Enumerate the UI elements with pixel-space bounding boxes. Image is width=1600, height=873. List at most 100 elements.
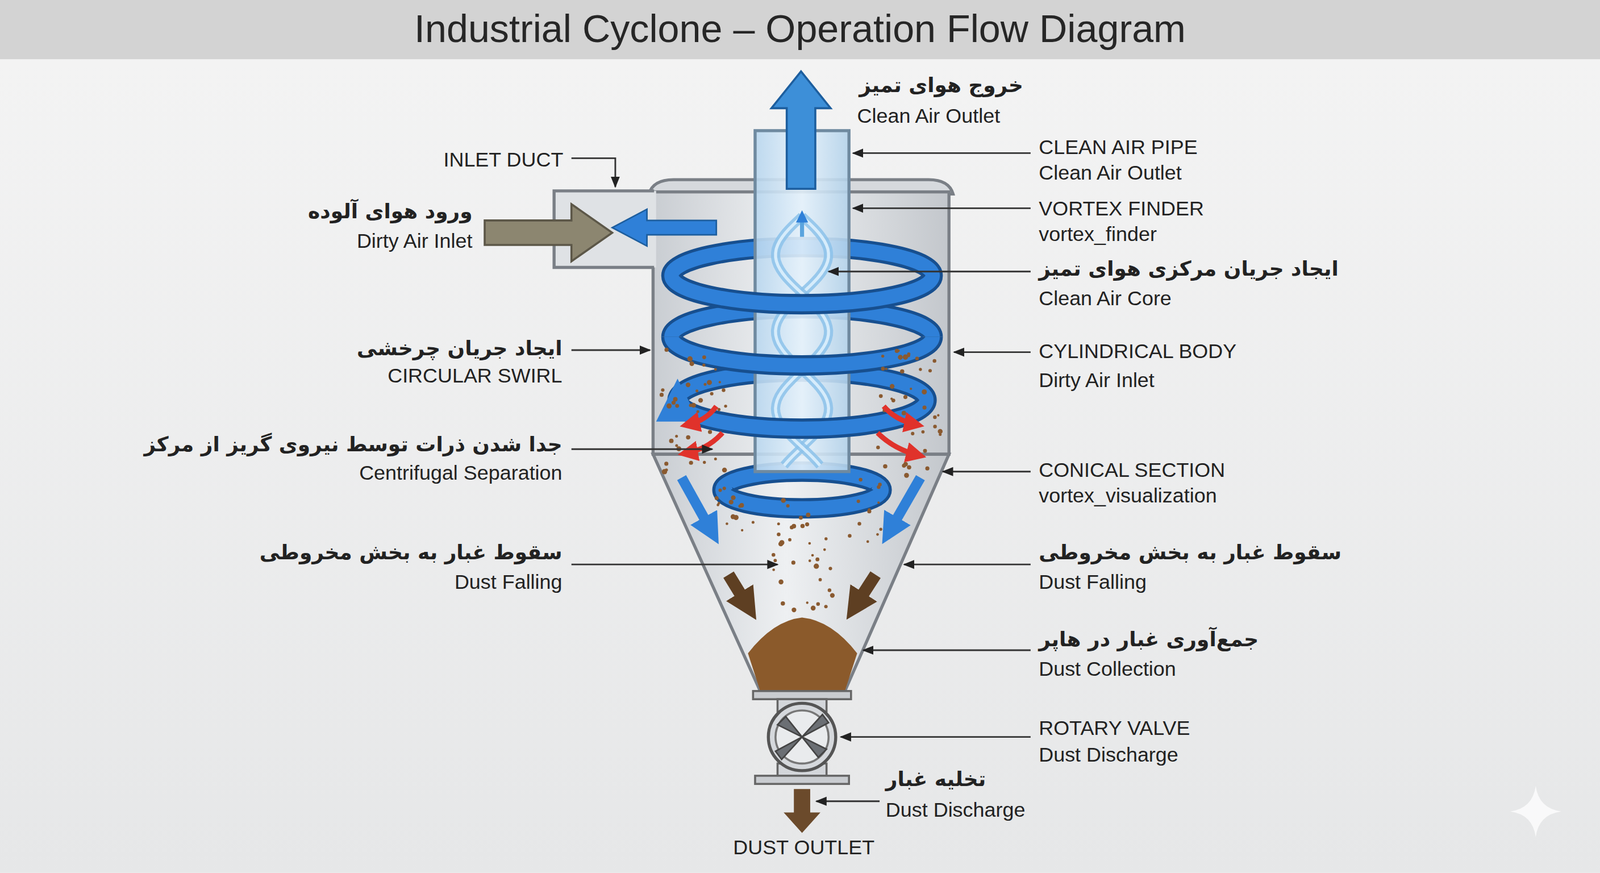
conical-section: [652, 453, 949, 691]
dust-particle: [789, 525, 794, 530]
dust-particle: [810, 605, 816, 611]
leader-line: [816, 800, 880, 802]
swirl-band: [671, 275, 933, 304]
leader-lines: [571, 152, 1031, 801]
part-label: Dust Collection: [1038, 657, 1177, 681]
dust-particle: [771, 552, 775, 557]
dust-particle: [669, 438, 674, 444]
dust-particle: [902, 354, 908, 360]
part-label: DUST OUTLET: [732, 835, 875, 860]
dust-particle: [909, 387, 912, 390]
dust-particle: [811, 553, 815, 557]
dust-particle: [675, 434, 678, 438]
dust-particle: [717, 407, 721, 411]
swirl-band-edge: [671, 275, 933, 304]
persian-label: ورود هوای آلوده: [307, 200, 473, 224]
watermark-star: [1510, 785, 1562, 837]
persian-label: خروج هوای تمیز: [859, 73, 1024, 97]
dust-particle: [714, 457, 718, 461]
separation-arrow: [687, 406, 716, 425]
dust-outlet-arrow: [783, 788, 821, 833]
dust-particle: [808, 542, 812, 545]
dust-particle: [885, 534, 891, 540]
persian-label: جمع‌آوری غبار در هاپر: [1038, 627, 1259, 651]
dust-particle: [906, 464, 912, 470]
dust-particle: [889, 384, 895, 389]
down-flow-arrow: [889, 477, 921, 531]
leader-line: [863, 649, 1031, 652]
dust-particle: [901, 463, 906, 468]
diagram-title: Industrial Cyclone – Operation Flow Diag…: [0, 7, 1600, 52]
dust-particle: [857, 521, 861, 525]
part-label: vortex_finder: [1038, 222, 1157, 247]
dust-particle: [890, 397, 893, 400]
dust-particle: [866, 540, 870, 544]
dust-particle: [910, 431, 915, 436]
dust-particle: [903, 394, 908, 399]
dust-particle: [718, 380, 722, 383]
part-label: ROTARY VALVE: [1038, 716, 1190, 740]
swirl-band-edge: [722, 489, 882, 508]
persian-label: سقوط غبار به بخش مخروطی: [259, 540, 563, 565]
dust-particle: [687, 356, 693, 362]
dust-particle: [717, 501, 721, 505]
dust-particle: [780, 601, 786, 606]
dust-particle: [723, 404, 727, 408]
dust-particle: [788, 538, 792, 542]
dust-particle: [702, 355, 707, 360]
leader-line: [953, 351, 1031, 353]
dust-particle: [876, 532, 879, 536]
dust-fall-arrow: [728, 574, 748, 607]
dust-particle: [689, 403, 693, 407]
helix-arrow: [800, 216, 804, 237]
dust-particle: [751, 520, 755, 524]
part-label: Dirty Air Inlet: [1038, 368, 1155, 392]
leader-line: [942, 470, 1031, 473]
dust-fall-arrow: [855, 574, 876, 607]
dust-particle: [698, 397, 703, 403]
dust-particle: [901, 410, 907, 416]
dust-pile: [747, 617, 857, 691]
persian-label: ایجاد جریان مرکزی هوای تمیز: [1038, 257, 1339, 281]
separation-arrow: [877, 432, 919, 456]
title-band: [0, 0, 1600, 60]
dust-particle: [808, 559, 812, 562]
dust-particle: [722, 486, 727, 490]
dust-particle: [666, 403, 672, 409]
dust-particle: [867, 509, 872, 514]
valve-blades: [775, 714, 829, 760]
leader-line: [852, 152, 1031, 154]
separation-arrow: [883, 406, 916, 425]
dust-particle: [776, 532, 781, 536]
dust-particle: [702, 363, 706, 367]
part-label: CIRCULAR SWIRL: [387, 364, 562, 388]
leader-line: [571, 349, 650, 352]
dust-particle: [858, 477, 862, 482]
dust-particle: [936, 414, 940, 417]
dust-particle: [739, 502, 745, 508]
leader-line: [828, 270, 1031, 273]
swirl-band-edge: [722, 471, 882, 490]
dust-particle: [915, 356, 919, 360]
dust-particle: [659, 392, 664, 397]
dust-particle: [921, 430, 925, 434]
dust-particle: [685, 382, 691, 387]
dust-particle: [897, 349, 900, 353]
part-label: Clean Air Outlet: [1038, 161, 1182, 185]
part-label: Dust Falling: [1038, 570, 1147, 594]
flange: [755, 775, 849, 784]
dust-particle: [675, 403, 679, 408]
dust-particle: [805, 522, 810, 527]
part-label: Clean Air Outlet: [857, 103, 1001, 128]
dust-particle: [815, 557, 820, 562]
dust-particle: [721, 388, 725, 392]
dirty-air-arrow: [484, 203, 612, 262]
dust-particle: [937, 428, 943, 435]
persian-label: جدا شدن ذرات توسط نیروی گریز از مرکز: [143, 432, 562, 456]
separation-arrow: [685, 432, 723, 453]
dust-particle: [779, 539, 785, 545]
dust-particle: [932, 424, 937, 428]
dust-particle: [718, 488, 723, 493]
dust-particle: [921, 389, 927, 395]
part-label: Clean Air Core: [1038, 286, 1172, 311]
